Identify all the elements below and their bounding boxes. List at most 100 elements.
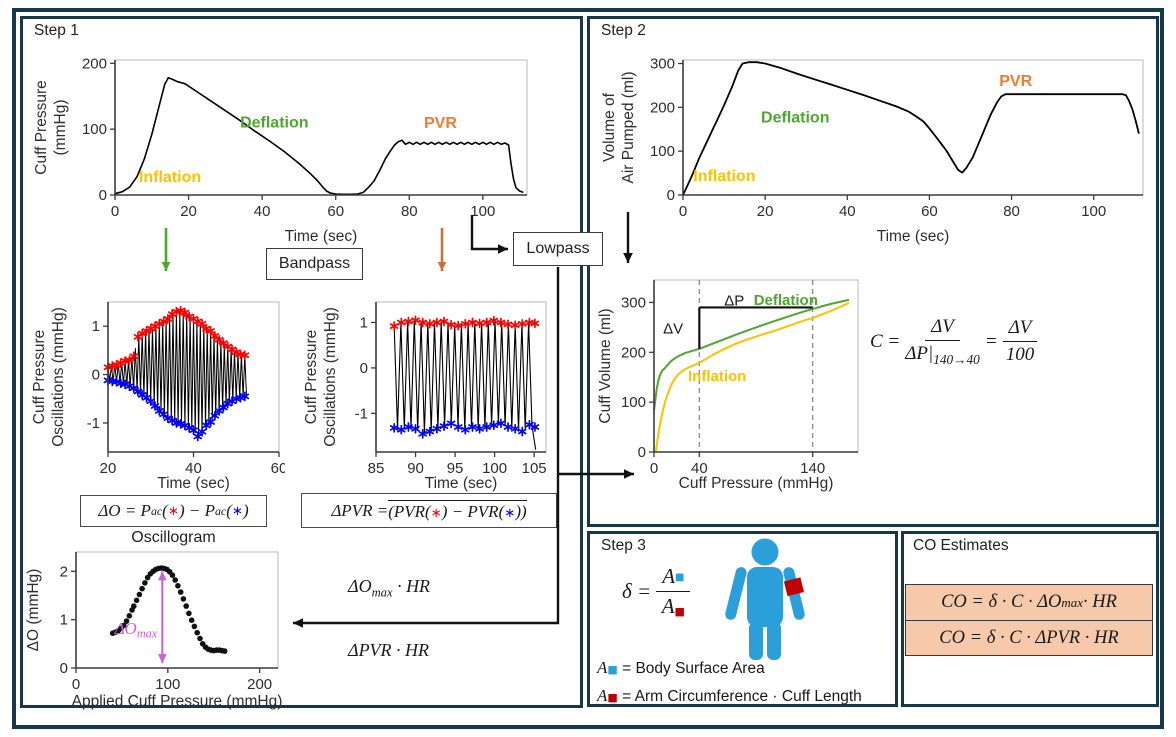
svg-text:ΔV: ΔV: [663, 320, 683, 337]
blue-asterisk-icon: ∗: [231, 503, 243, 519]
svg-text:-1: -1: [87, 415, 100, 432]
red-square-icon: ■: [607, 691, 618, 704]
svg-text:60: 60: [327, 203, 344, 220]
arm-cuff-icon: [783, 577, 805, 597]
svg-text:Cuff Pressure: Cuff Pressure: [33, 80, 50, 174]
red-asterisk-icon: ∗: [167, 503, 179, 519]
outer-frame: [12, 8, 1164, 729]
svg-text:Time (sec): Time (sec): [157, 475, 230, 492]
svg-text:100: 100: [650, 143, 675, 160]
svg-text:(mmHg): (mmHg): [52, 100, 69, 156]
arm-area-legend-row: A■ = Arm Circumference · Cuff Length: [597, 686, 862, 705]
svg-text:ΔP: ΔP: [724, 292, 744, 309]
fraction: A■ A■: [656, 564, 691, 619]
overline-mean: (PVR(∗) − PVR(∗)): [388, 499, 527, 521]
svg-text:0: 0: [111, 203, 119, 220]
svg-text:Cuff Volume (ml): Cuff Volume (ml): [597, 308, 614, 423]
svg-text:0: 0: [667, 187, 675, 204]
svg-text:80: 80: [1003, 203, 1020, 220]
person-icon: [725, 538, 805, 660]
svg-text:200: 200: [650, 99, 675, 116]
svg-text:200: 200: [82, 55, 107, 72]
svg-text:60: 60: [271, 460, 285, 477]
svg-text:300: 300: [621, 294, 646, 311]
red-square-icon: ■: [674, 605, 685, 618]
svg-text:1: 1: [92, 318, 100, 335]
delta-pvr-hr-label: ΔPVR · HR: [348, 640, 430, 660]
step3-title: Step 3: [601, 537, 646, 554]
delta-ratio-formula: δ = A■ A■: [622, 564, 695, 619]
svg-text:PVR: PVR: [999, 73, 1032, 90]
svg-text:PVR: PVR: [424, 115, 457, 132]
delta-o-sub1: ac: [150, 503, 163, 518]
co-estimates-title: CO Estimates: [913, 537, 1009, 554]
svg-text:0: 0: [360, 360, 368, 377]
fraction: ΔV 100: [1002, 317, 1038, 366]
svg-text:0: 0: [72, 676, 80, 693]
step1-title: Step 1: [34, 22, 79, 39]
svg-text:100: 100: [1081, 203, 1106, 220]
svg-text:0: 0: [60, 660, 68, 677]
svg-text:40: 40: [254, 203, 271, 220]
svg-text:1: 1: [60, 612, 68, 629]
bsa-legend-row: A■ = Body Surface Area: [597, 658, 765, 677]
svg-text:0: 0: [99, 187, 107, 204]
svg-text:Deflation: Deflation: [240, 114, 308, 131]
svg-text:105: 105: [522, 460, 547, 477]
svg-text:Applied Cuff Pressure (mmHg): Applied Cuff Pressure (mmHg): [72, 693, 283, 710]
svg-text:1: 1: [360, 314, 368, 331]
svg-text:Time (sec): Time (sec): [877, 228, 950, 245]
fraction: ΔV ΔP|140→40: [905, 316, 980, 367]
svg-text:Time (sec): Time (sec): [425, 475, 498, 492]
blue-square-icon: ■: [675, 572, 685, 583]
svg-text:200: 200: [621, 344, 646, 361]
delta-pvr-lhs: ΔPVR =: [331, 500, 389, 520]
svg-text:100: 100: [82, 121, 107, 138]
svg-text:20: 20: [757, 203, 774, 220]
svg-text:Volume of: Volume of: [601, 92, 618, 162]
svg-text:Time (sec): Time (sec): [285, 228, 358, 245]
bandpass-filter-box: Bandpass: [266, 248, 363, 280]
svg-text:2: 2: [60, 563, 68, 580]
svg-text:90: 90: [407, 460, 424, 477]
delta-o-max-hr-label: ΔOmax · HR: [348, 576, 431, 600]
svg-text:100: 100: [155, 676, 180, 693]
svg-text:40: 40: [691, 460, 708, 477]
svg-text:0: 0: [679, 203, 687, 220]
svg-text:40: 40: [839, 203, 856, 220]
svg-text:60: 60: [921, 203, 938, 220]
svg-text:140: 140: [800, 460, 825, 477]
svg-text:Inflation: Inflation: [693, 168, 755, 185]
delta-o-sub2: ac: [214, 503, 227, 518]
blue-square-icon: ■: [607, 663, 618, 676]
compliance-formula: C = ΔV ΔP|140→40 = ΔV 100: [870, 316, 1042, 368]
svg-text:80: 80: [401, 203, 418, 220]
svg-text:Inflation: Inflation: [139, 169, 201, 186]
svg-text:Oscillations (mmHg): Oscillations (mmHg): [322, 307, 339, 447]
lowpass-filter-box: Lowpass: [513, 232, 603, 266]
oscillogram-label: Oscillogram: [131, 529, 216, 546]
svg-text:ΔO (mmHg): ΔO (mmHg): [25, 569, 42, 652]
svg-text:Cuff Pressure (mmHg): Cuff Pressure (mmHg): [679, 475, 834, 492]
svg-text:Cuff Pressure: Cuff Pressure: [303, 330, 320, 424]
svg-text:40: 40: [185, 460, 202, 477]
step3-panel: [587, 531, 898, 707]
svg-text:-1: -1: [355, 405, 368, 422]
svg-text:Cuff Pressure: Cuff Pressure: [31, 330, 48, 424]
svg-text:Air Pumped (ml): Air Pumped (ml): [620, 72, 637, 184]
svg-text:20: 20: [100, 460, 117, 477]
svg-text:85: 85: [368, 460, 385, 477]
svg-text:300: 300: [650, 56, 675, 73]
step2-title: Step 2: [601, 22, 646, 39]
svg-text:200: 200: [247, 676, 272, 693]
svg-text:0: 0: [638, 444, 646, 461]
delta-pvr-formula: ΔPVR = (PVR(∗) − PVR(∗)): [301, 493, 557, 528]
